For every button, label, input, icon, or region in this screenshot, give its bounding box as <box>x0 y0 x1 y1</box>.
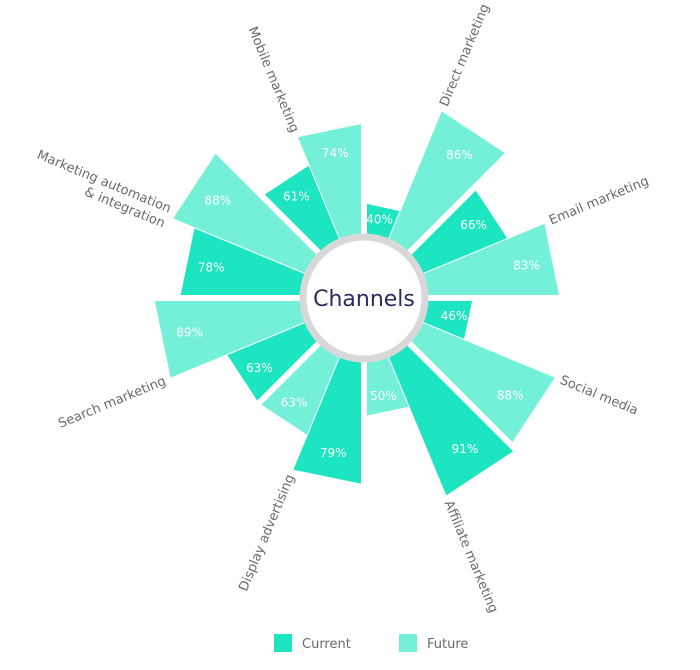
center-ring <box>299 233 429 363</box>
category-label-3: Affiliate marketing <box>441 498 501 615</box>
value-label-future-5: 89% <box>176 326 203 340</box>
value-label-future-3: 50% <box>370 389 397 403</box>
value-label-future-6: 88% <box>205 193 232 207</box>
bar-current-5 <box>227 317 327 401</box>
category-label-6: Marketing automation& integration <box>35 148 174 232</box>
legend-swatch-current <box>274 634 292 652</box>
category-label-line: Display advertising <box>236 472 298 593</box>
value-label-current-0: 40% <box>366 213 393 227</box>
value-labels-group: 40% 86% 66% 83% 46% 88% 91% 50% 79% 63% 63% 89% 78% 8… <box>176 146 540 460</box>
legend-swatch-future <box>399 634 417 652</box>
bar-current-1 <box>401 190 508 279</box>
value-label-current-5: 63% <box>246 361 273 375</box>
bar-future-1 <box>410 223 560 295</box>
category-label-2: Social media <box>558 373 641 419</box>
category-label-0: Direct marketing <box>437 2 493 109</box>
bar-future-0 <box>383 111 505 261</box>
category-label-4: Display advertising <box>236 472 298 593</box>
value-label-current-4: 79% <box>320 446 347 460</box>
value-label-future-1: 83% <box>513 259 540 273</box>
bar-current-7 <box>264 165 345 261</box>
legend-label-current: Current <box>302 637 351 652</box>
bar-future-7 <box>297 124 361 252</box>
bar-future-2 <box>401 317 555 443</box>
value-label-future-2: 88% <box>497 389 524 403</box>
legend-label-future: Future <box>427 637 468 652</box>
bar-future-3 <box>367 344 409 416</box>
bar-current-3 <box>383 335 514 496</box>
value-label-future-7: 74% <box>322 146 349 160</box>
bar-future-4 <box>261 335 345 435</box>
category-label-line: Direct marketing <box>437 2 493 109</box>
value-label-current-1: 66% <box>460 218 487 232</box>
legend: Current Future <box>274 634 468 652</box>
chart-title: Channels <box>313 287 415 312</box>
value-label-future-0: 86% <box>446 148 473 162</box>
category-label-line: Affiliate marketing <box>441 498 501 615</box>
bar-future-5 <box>154 301 318 378</box>
category-label-line: Email marketing <box>547 174 651 229</box>
value-label-future-4: 63% <box>281 396 308 410</box>
value-label-current-6: 78% <box>198 261 225 275</box>
value-label-current-7: 61% <box>283 190 310 204</box>
category-label-line: Search marketing <box>56 374 168 432</box>
bar-future-6 <box>173 153 327 279</box>
bar-current-4 <box>293 344 361 484</box>
value-label-current-2: 46% <box>441 309 468 323</box>
category-label-7: Mobile marketing <box>245 25 302 135</box>
bar-current-6 <box>180 228 318 295</box>
value-label-current-3: 91% <box>452 442 479 456</box>
category-label-line: Mobile marketing <box>245 25 302 135</box>
category-label-line: Social media <box>558 373 641 419</box>
category-label-1: Email marketing <box>547 174 651 229</box>
category-label-5: Search marketing <box>56 374 168 432</box>
